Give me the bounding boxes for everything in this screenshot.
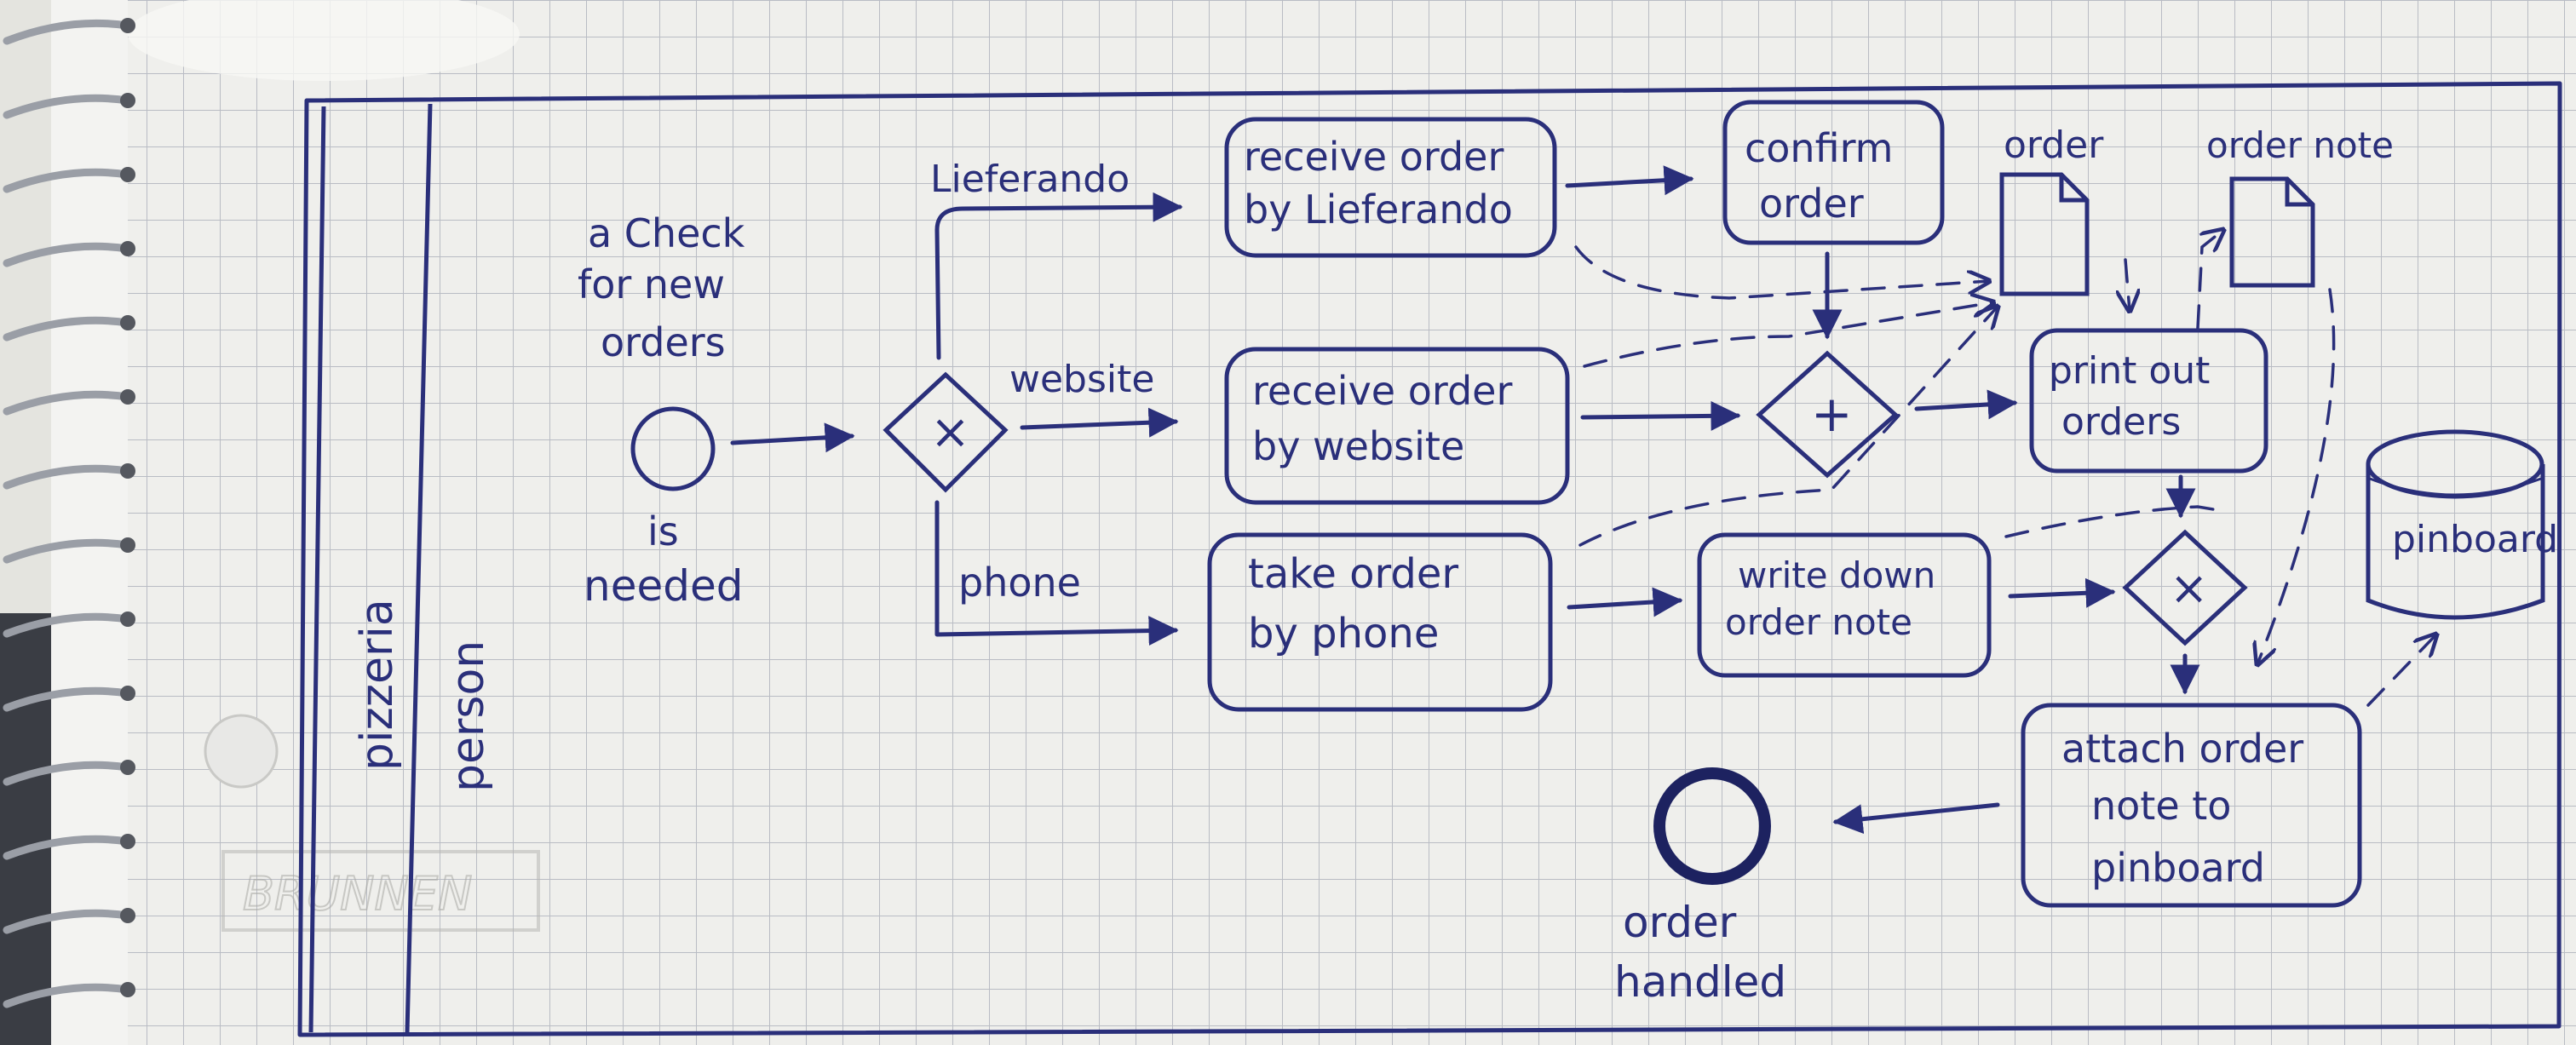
svg-text:×: × (930, 405, 970, 460)
svg-text:print out: print out (2049, 349, 2210, 393)
svg-text:take order: take order (1248, 550, 1458, 598)
task-write-note: write down order note (1697, 532, 1992, 678)
branch-label-website: website (1009, 358, 1154, 401)
start-label-line-2: for new (578, 261, 725, 307)
svg-text:+: + (1811, 385, 1853, 443)
split-gateway: × (883, 371, 1009, 493)
brand-logo: BRUNNEN (221, 850, 540, 932)
svg-text:order: order (2004, 123, 2104, 167)
start-label-line-5: needed (584, 561, 743, 611)
data-object-order: order (1999, 123, 2104, 296)
start-event (630, 406, 716, 491)
svg-text:by phone: by phone (1248, 610, 1439, 657)
start-label-line-3: orders (601, 319, 726, 365)
spiral-binding (3, 19, 132, 1008)
svg-text:pinboard: pinboard (2091, 845, 2265, 891)
svg-text:BRUNNEN: BRUNNEN (243, 867, 472, 921)
sequence-flows (730, 165, 2200, 835)
branch-label-lieferando: Lieferando (930, 158, 1130, 201)
end-event (1653, 767, 1771, 885)
svg-text:order note: order note (1725, 601, 1912, 643)
task-receive-website: receive order by website (1224, 347, 1570, 505)
svg-text:note to: note to (2091, 783, 2231, 829)
start-label-line-4: is (647, 508, 679, 554)
data-object-order-note: order note (2206, 124, 2394, 288)
task-print-orders: print out orders (2029, 328, 2268, 474)
data-store-pinboard: pinboard (2366, 429, 2558, 620)
end-label-line-1: order (1623, 898, 1737, 947)
svg-text:receive order: receive order (1244, 134, 1504, 180)
task-attach-note: attach order note to pinboard (2021, 703, 2362, 908)
end-label-line-2: handled (1614, 957, 1786, 1007)
task-receive-lieferando: receive order by Lieferando (1224, 117, 1557, 258)
svg-text:pinboard: pinboard (2392, 518, 2558, 561)
merge-gateway: × (2122, 529, 2248, 646)
svg-text:confirm: confirm (1745, 125, 1893, 171)
svg-text:orders: orders (2061, 400, 2181, 444)
start-label-line-1: a Check (588, 210, 745, 256)
branch-label-phone: phone (958, 560, 1081, 606)
lane-label: person (443, 640, 494, 792)
task-take-phone: take order by phone (1207, 532, 1553, 712)
pool-label: pizzeria (352, 599, 403, 771)
svg-text:receive order: receive order (1252, 368, 1512, 414)
join-gateway: + (1756, 350, 1899, 479)
svg-text:order note: order note (2206, 124, 2394, 166)
svg-text:×: × (2170, 561, 2208, 615)
punch-hole (204, 714, 279, 789)
pool-frame (297, 81, 2562, 1037)
grid-pattern (128, 0, 2576, 1045)
svg-text:order: order (1759, 181, 1864, 227)
task-confirm-order: confirm order (1722, 100, 1945, 245)
svg-text:attach order: attach order (2061, 726, 2303, 772)
svg-text:write down: write down (1738, 554, 1935, 596)
svg-text:by website: by website (1252, 423, 1464, 469)
data-associations (1574, 230, 2436, 707)
svg-text:by Lieferando: by Lieferando (1244, 187, 1513, 233)
